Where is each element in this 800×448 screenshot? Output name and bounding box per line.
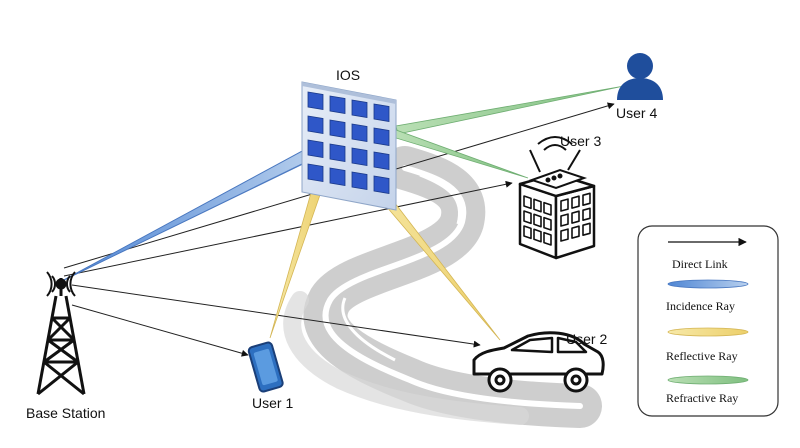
ios-element <box>373 127 390 146</box>
legend-incidence-swatch <box>667 279 749 289</box>
ios-element <box>329 95 346 114</box>
building-window <box>560 228 569 242</box>
ios-element <box>351 171 368 190</box>
ios-panel <box>301 81 397 211</box>
legend-reflective-swatch <box>667 327 749 337</box>
road <box>283 146 602 428</box>
building-window <box>582 192 591 206</box>
building-window <box>571 210 580 224</box>
ios-element <box>373 151 390 170</box>
legend-direct-label: Direct Link <box>672 257 728 271</box>
building-window <box>543 216 552 231</box>
building-window <box>523 195 532 210</box>
ios-element <box>373 103 390 122</box>
base-station-icon <box>36 271 86 396</box>
building-window <box>533 228 542 243</box>
building-window <box>533 213 542 228</box>
direct-link-user2 <box>71 284 481 348</box>
incidence-ray-2 <box>59 147 319 283</box>
building-window <box>571 225 580 239</box>
legend-incidence-label: Incidence Ray <box>666 299 735 313</box>
user1-label: User 1 <box>252 395 293 411</box>
legend-refractive-label: Refractive Ray <box>666 391 738 405</box>
building-window <box>533 198 542 213</box>
incidence-rays <box>59 137 333 283</box>
building-window <box>582 207 591 221</box>
building-window <box>543 201 552 216</box>
ios-elements <box>307 91 390 194</box>
ios-element <box>307 163 324 182</box>
ios-element <box>351 147 368 166</box>
person-icon <box>617 53 663 100</box>
user3-label: User 3 <box>560 133 601 149</box>
ios-element <box>307 139 324 158</box>
ios-label: IOS <box>336 67 360 83</box>
building-window <box>582 222 591 236</box>
ios-element <box>351 99 368 118</box>
building-window <box>571 195 580 209</box>
building-window <box>523 210 532 225</box>
user2-label: User 2 <box>566 331 607 347</box>
building-window <box>523 225 532 240</box>
legend: Direct Link Incidence Ray Reflective Ray… <box>637 225 779 417</box>
direct-link-user1 <box>71 304 249 357</box>
phone-icon <box>247 341 284 393</box>
building-window <box>560 213 569 227</box>
ios-element <box>329 119 346 138</box>
legend-refractive-swatch <box>667 375 749 385</box>
ios-element <box>307 91 324 110</box>
ios-element <box>329 167 346 186</box>
direct-link-user3 <box>63 180 513 277</box>
legend-reflective-label: Reflective Ray <box>666 349 738 363</box>
router-icon <box>528 136 588 190</box>
ios-element <box>307 115 324 134</box>
ios-element <box>373 175 390 194</box>
ios-element <box>329 143 346 162</box>
ios-element <box>351 123 368 142</box>
refractive-ray-user4 <box>395 85 625 135</box>
user4-label: User 4 <box>616 105 657 121</box>
base-station-label: Base Station <box>26 405 105 421</box>
building-icon <box>518 172 596 260</box>
building-window <box>560 198 569 212</box>
car-icon <box>472 331 605 393</box>
building-window <box>543 231 552 246</box>
